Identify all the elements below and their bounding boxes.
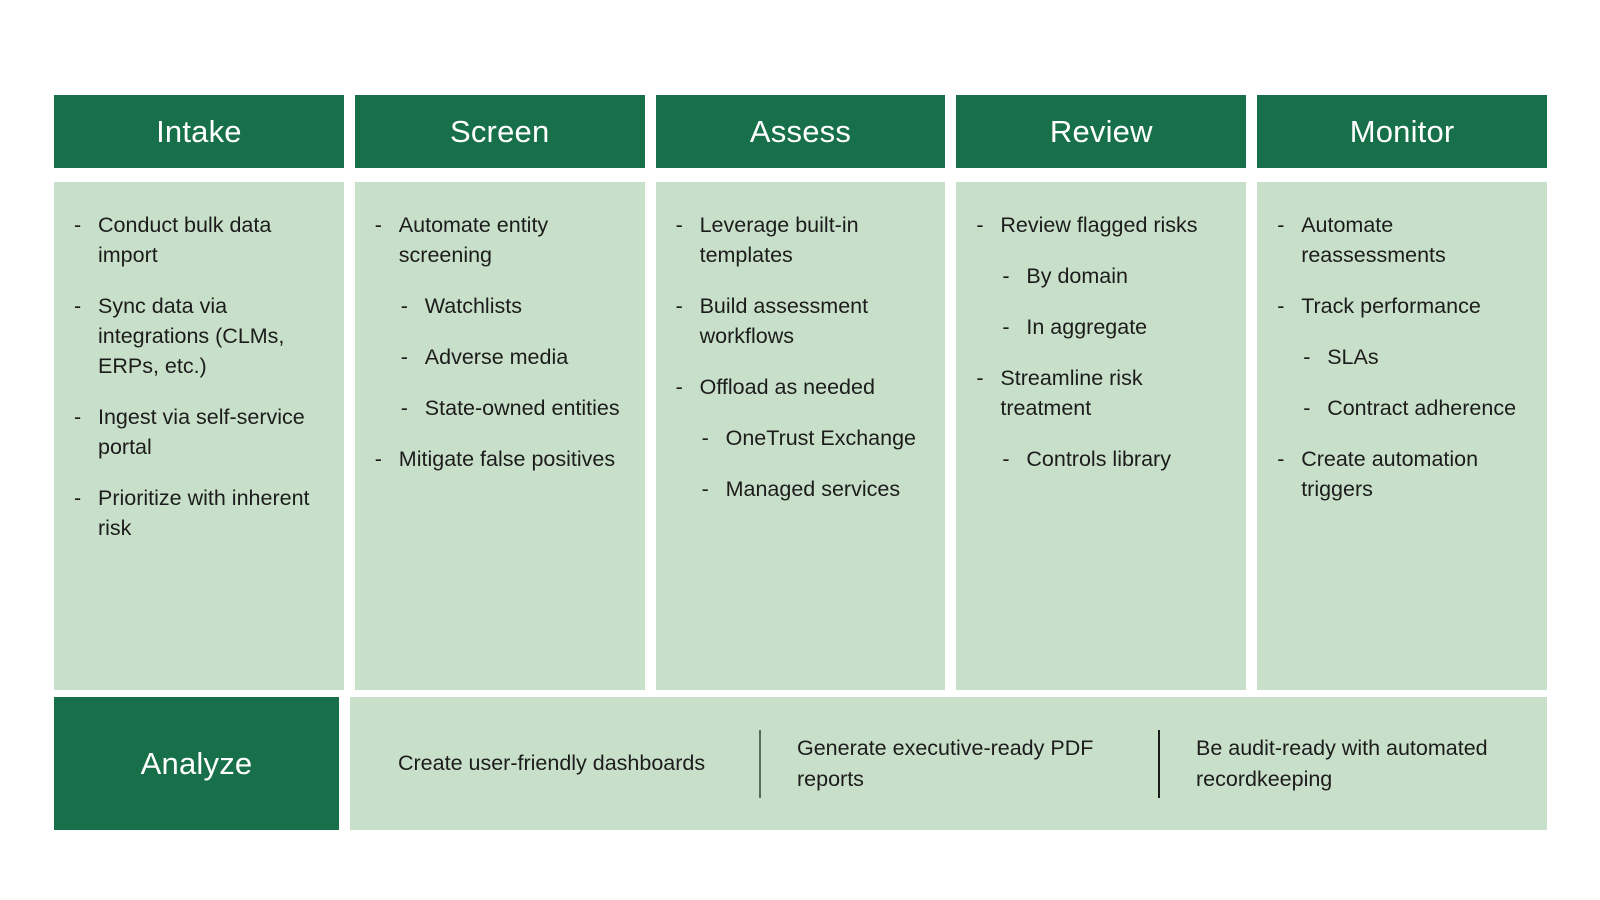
bullet-dash-icon: -: [74, 405, 82, 429]
bullet-dash-icon: -: [1002, 315, 1010, 339]
stage-body-assess: -Leverage built-in templates -Build asse…: [655, 182, 946, 690]
list-item: -Managed services: [674, 474, 928, 504]
list-item: -Conduct bulk data import: [72, 210, 326, 270]
list-item: -Controls library: [974, 444, 1228, 474]
bullet-dash-icon: -: [1277, 294, 1285, 318]
list-item-label: Streamline risk treatment: [1000, 366, 1143, 420]
bullet-dash-icon: -: [701, 426, 709, 450]
bullet-dash-icon: -: [400, 345, 408, 369]
bullet-list-assess: -Leverage built-in templates -Build asse…: [674, 210, 928, 504]
stage-body-monitor: -Automate reassessments -Track performan…: [1257, 182, 1547, 690]
bullet-list-intake: -Conduct bulk data import -Sync data via…: [72, 210, 326, 543]
list-item-label: Build assessment workflows: [699, 294, 869, 348]
stage-header-intake: Intake: [54, 95, 344, 168]
list-item-label: Offload as needed: [699, 375, 875, 399]
bullet-dash-icon: -: [74, 294, 82, 318]
list-item-label: Ingest via self-service portal: [98, 405, 305, 459]
list-item-label: Managed services: [725, 477, 901, 501]
stage-columns: Intake -Conduct bulk data import -Sync d…: [54, 95, 1547, 690]
list-item-label: Track performance: [1301, 294, 1481, 318]
stage-column-screen: Screen -Automate entity screening -Watch…: [354, 95, 645, 690]
bullet-list-screen: -Automate entity screening -Watchlists -…: [373, 210, 627, 474]
list-item-label: Mitigate false positives: [398, 447, 616, 471]
list-item-label: Automate entity screening: [398, 213, 549, 267]
list-item: -Automate reassessments: [1275, 210, 1529, 270]
stage-header-monitor: Monitor: [1257, 95, 1547, 168]
list-item-label: Contract adherence: [1327, 396, 1517, 420]
list-item-label: Adverse media: [424, 345, 569, 369]
list-item: -Offload as needed: [674, 372, 928, 402]
list-item: -By domain: [974, 261, 1228, 291]
list-item: -Track performance: [1275, 291, 1529, 321]
list-item: -Review flagged risks: [974, 210, 1228, 240]
stage-column-assess: Assess -Leverage built-in templates -Bui…: [655, 95, 946, 690]
list-item-label: Conduct bulk data import: [98, 213, 272, 267]
list-item: -OneTrust Exchange: [674, 423, 928, 453]
stage-column-review: Review -Review flagged risks -By domain …: [956, 95, 1247, 690]
analyze-items: Create user-friendly dashboards Generate…: [350, 697, 1547, 830]
bullet-dash-icon: -: [74, 213, 82, 237]
list-item: -Watchlists: [373, 291, 627, 321]
list-item: -State-owned entities: [373, 393, 627, 423]
list-item: -Automate entity screening: [373, 210, 627, 270]
list-item: -Create automation triggers: [1275, 444, 1529, 504]
list-item-label: SLAs: [1327, 345, 1379, 369]
list-item: -Build assessment workflows: [674, 291, 928, 351]
list-item: -Contract adherence: [1275, 393, 1529, 423]
list-item: -Leverage built-in templates: [674, 210, 928, 270]
bullet-dash-icon: -: [1303, 396, 1311, 420]
bullet-dash-icon: -: [400, 294, 408, 318]
list-item-label: Sync data via integrations (CLMs, ERPs, …: [98, 294, 285, 378]
list-item-label: Prioritize with inherent risk: [98, 486, 310, 540]
stage-body-review: -Review flagged risks -By domain -In agg…: [956, 182, 1247, 690]
bullet-list-review: -Review flagged risks -By domain -In agg…: [974, 210, 1228, 474]
bullet-dash-icon: -: [1002, 447, 1010, 471]
bullet-dash-icon: -: [675, 375, 683, 399]
analyze-label: Analyze: [54, 697, 339, 830]
stage-body-intake: -Conduct bulk data import -Sync data via…: [54, 182, 344, 690]
bullet-dash-icon: -: [74, 486, 82, 510]
stage-body-screen: -Automate entity screening -Watchlists -…: [354, 182, 645, 690]
stage-header-screen: Screen: [354, 95, 645, 168]
bullet-dash-icon: -: [1277, 447, 1285, 471]
list-item-label: By domain: [1026, 264, 1128, 288]
bullet-list-monitor: -Automate reassessments -Track performan…: [1275, 210, 1529, 504]
list-item-label: OneTrust Exchange: [725, 426, 917, 450]
analyze-item-pdf-reports: Generate executive-ready PDF reports: [749, 733, 1148, 795]
bullet-dash-icon: -: [701, 477, 709, 501]
list-item: -Ingest via self-service portal: [72, 402, 326, 462]
list-item: -SLAs: [1275, 342, 1529, 372]
list-item: -Prioritize with inherent risk: [72, 483, 326, 543]
list-item-label: Review flagged risks: [1000, 213, 1198, 237]
stage-header-review: Review: [956, 95, 1247, 168]
bullet-dash-icon: -: [675, 294, 683, 318]
bullet-dash-icon: -: [675, 213, 683, 237]
bullet-dash-icon: -: [976, 213, 984, 237]
analyze-row: Analyze Create user-friendly dashboards …: [54, 697, 1547, 830]
list-item-label: Automate reassessments: [1301, 213, 1446, 267]
list-item-label: Watchlists: [424, 294, 522, 318]
list-item-label: Leverage built-in templates: [699, 213, 859, 267]
bullet-dash-icon: -: [374, 447, 382, 471]
list-item: -Adverse media: [373, 342, 627, 372]
list-item-label: Controls library: [1026, 447, 1171, 471]
list-item-label: In aggregate: [1026, 315, 1148, 339]
list-item: -Mitigate false positives: [373, 444, 627, 474]
bullet-dash-icon: -: [1277, 213, 1285, 237]
list-item: -Sync data via integrations (CLMs, ERPs,…: [72, 291, 326, 381]
bullet-dash-icon: -: [976, 366, 984, 390]
stage-header-assess: Assess: [655, 95, 946, 168]
bullet-dash-icon: -: [400, 396, 408, 420]
analyze-item-dashboards: Create user-friendly dashboards: [398, 751, 706, 775]
bullet-dash-icon: -: [1002, 264, 1010, 288]
bullet-dash-icon: -: [1303, 345, 1311, 369]
list-item-label: State-owned entities: [424, 396, 620, 420]
list-item: -Streamline risk treatment: [974, 363, 1228, 423]
list-item: -In aggregate: [974, 312, 1228, 342]
stage-column-monitor: Monitor -Automate reassessments -Track p…: [1257, 95, 1547, 690]
list-item-label: Create automation triggers: [1301, 447, 1479, 501]
bullet-dash-icon: -: [374, 213, 382, 237]
analyze-item-recordkeeping: Be audit-ready with automated recordkeep…: [1148, 733, 1547, 795]
stage-column-intake: Intake -Conduct bulk data import -Sync d…: [54, 95, 344, 690]
